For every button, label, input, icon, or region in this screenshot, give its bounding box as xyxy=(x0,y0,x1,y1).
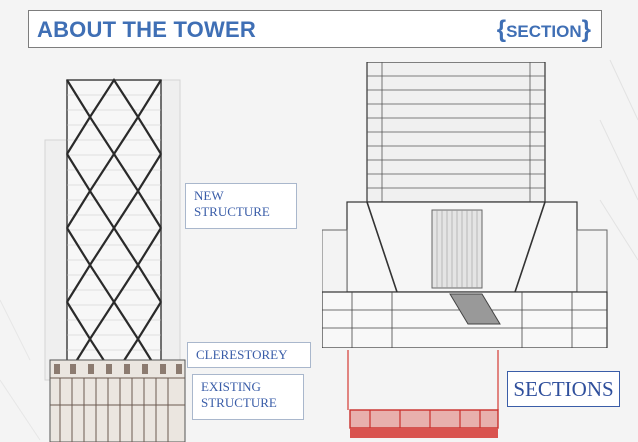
base-section-red-drawing xyxy=(347,350,499,438)
clerestorey-label: CLERESTOREY xyxy=(187,342,311,368)
close-brace: } xyxy=(581,16,591,43)
new-structure-line1: NEW xyxy=(194,188,224,203)
tower-section-drawing xyxy=(322,62,608,348)
sections-label: SECTIONS xyxy=(507,371,620,407)
clerestorey-text: CLERESTOREY xyxy=(196,347,288,362)
existing-structure-label: EXISTING STRUCTURE xyxy=(192,374,304,420)
new-structure-label: NEW STRUCTURE xyxy=(185,183,297,229)
title-bar: ABOUT THE TOWER {SECTION} xyxy=(28,10,602,48)
existing-structure-line1: EXISTING xyxy=(201,379,261,394)
new-structure-line2: STRUCTURE xyxy=(194,204,270,219)
page-title: ABOUT THE TOWER xyxy=(37,17,256,42)
tower-elevation-drawing xyxy=(44,77,186,442)
section-word: SECTION xyxy=(506,22,582,41)
existing-structure-line2: STRUCTURE xyxy=(201,395,277,410)
sections-text: SECTIONS xyxy=(513,377,614,401)
open-brace: { xyxy=(496,16,507,43)
section-tag: {SECTION} xyxy=(497,16,591,44)
